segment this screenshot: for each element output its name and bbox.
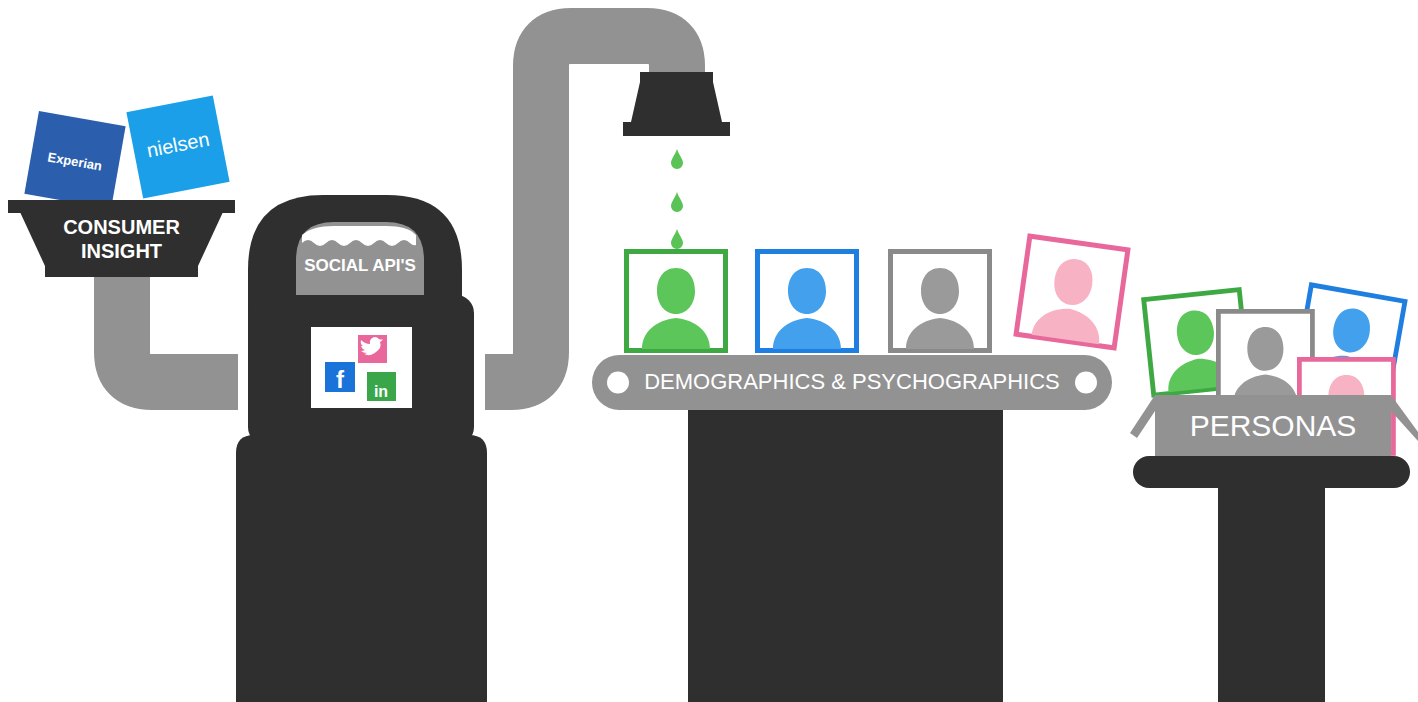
- node-label: DEMOGRAPHICS & PSYCHOGRAPHICS: [644, 369, 1060, 395]
- pipe: [122, 275, 238, 382]
- person-silhouette: [906, 268, 974, 349]
- social-panel: [311, 327, 412, 408]
- linkedin-icon: [367, 372, 396, 401]
- portrait: [627, 252, 726, 351]
- window-wave: [302, 226, 416, 246]
- text-area: SOCIAL API'S: [296, 252, 424, 280]
- portrait: [891, 252, 990, 351]
- twitter-icon: [358, 335, 387, 363]
- machine-window: [296, 222, 424, 298]
- person-silhouette: [1032, 255, 1111, 345]
- text-area: PERSONAS: [1155, 395, 1391, 456]
- node-label: CONSUMER INSIGHT: [35, 215, 208, 263]
- paint-drop: [671, 149, 683, 169]
- hopper-base: [45, 264, 198, 277]
- conveyor-roller: [607, 372, 629, 394]
- conveyor-stand: [688, 405, 1003, 702]
- twitter-bird: [361, 337, 383, 355]
- box-front: [1155, 395, 1391, 456]
- label-holder: nielsen: [145, 129, 211, 162]
- portrait-frame: [758, 252, 857, 351]
- experian-logo: [24, 111, 125, 209]
- person-silhouette: [1233, 327, 1298, 404]
- paint-drop: [671, 229, 683, 249]
- node-label: PERSONAS: [1190, 408, 1357, 444]
- icon-letter: in: [374, 384, 388, 400]
- portrait: [758, 252, 857, 351]
- logo-text: nielsen: [145, 129, 211, 161]
- label-holder: f: [336, 368, 344, 392]
- machine: SOCIAL API'S: [236, 195, 487, 702]
- portrait: [1016, 236, 1128, 348]
- hopper-body: [20, 212, 223, 266]
- pipe: [485, 36, 730, 382]
- portrait-frame: [627, 252, 726, 351]
- hopper-shape: [8, 200, 235, 277]
- label-holder: in: [374, 383, 388, 401]
- box-flap: [1130, 395, 1155, 438]
- portrait-frame: [1016, 236, 1128, 348]
- text-area: DEMOGRAPHICS & PSYCHOGRAPHICS: [636, 355, 1068, 410]
- label-holder: Experian: [46, 147, 103, 174]
- conveyor-belt: [592, 355, 1112, 410]
- nozzle: [623, 72, 730, 136]
- logo-text: Experian: [47, 150, 103, 172]
- facebook-icon: [325, 362, 355, 392]
- node-label: SOCIAL API'S: [304, 256, 416, 276]
- machine-base: [236, 435, 487, 702]
- table-stand: [1218, 480, 1325, 702]
- text-area: CONSUMER INSIGHT: [35, 213, 208, 265]
- conveyor: DEMOGRAPHICS & PSYCHOGRAPHICS: [592, 355, 1112, 410]
- portrait-frame: [891, 252, 990, 351]
- hopper: CONSUMER INSIGHT: [8, 200, 235, 277]
- nielsen-logo: [126, 95, 229, 198]
- person-silhouette: [773, 268, 841, 349]
- icon-letter: f: [336, 368, 344, 392]
- person-silhouette: [642, 268, 710, 349]
- hopper-rim: [8, 200, 235, 213]
- conveyor-roller: [1075, 372, 1097, 394]
- table-top: [1133, 456, 1410, 488]
- pipe-body: [122, 275, 238, 382]
- persona-box: PERSONAS: [1128, 395, 1418, 456]
- machine-body: [248, 295, 474, 445]
- paint-drop: [671, 192, 683, 212]
- box-flap: [1391, 395, 1418, 441]
